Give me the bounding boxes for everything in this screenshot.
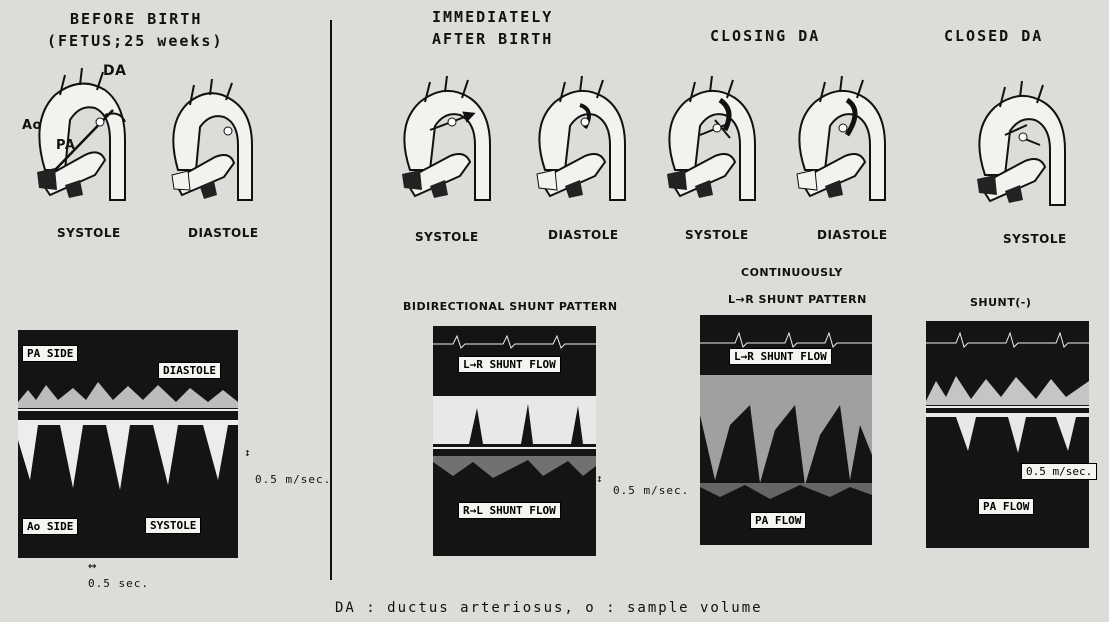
immediate-diastole-label: DIASTOLE bbox=[548, 228, 619, 242]
da-label: DA bbox=[103, 63, 126, 79]
closed-da-title: CLOSED DA bbox=[944, 27, 1043, 45]
diastole-label-doppler: DIASTOLE bbox=[158, 362, 221, 379]
fetal-diastole-label: DIASTOLE bbox=[188, 226, 259, 240]
closed-pa-flow-label: PA FLOW bbox=[978, 498, 1034, 515]
after-birth-title: AFTER BIRTH bbox=[432, 30, 553, 48]
continuous-pattern-title-line1: CONTINUOUSLY bbox=[741, 266, 843, 279]
ao-side-label: Ao SIDE bbox=[22, 518, 78, 535]
closing-diastole-label: DIASTOLE bbox=[817, 228, 888, 242]
lr-shunt-flow-label: L→R SHUNT FLOW bbox=[458, 356, 561, 373]
pa-label: PA bbox=[56, 138, 75, 153]
systole-label-doppler: SYSTOLE bbox=[145, 517, 201, 534]
fetus-age-subtitle: (FETUS;25 weeks) bbox=[47, 32, 224, 50]
scale-bar-icon: ↕ bbox=[596, 472, 604, 485]
continuous-pa-flow-label: PA FLOW bbox=[750, 512, 806, 529]
continuous-pattern-title-line2: L→R SHUNT PATTERN bbox=[728, 293, 867, 306]
bidirectional-velocity-scale: 0.5 m/sec. bbox=[613, 484, 689, 497]
heart-diagram-closing-diastole bbox=[785, 70, 905, 205]
closing-da-title: CLOSING DA bbox=[710, 27, 820, 45]
heart-diagram-closed-systole bbox=[965, 75, 1085, 210]
closed-systole-label: SYSTOLE bbox=[1003, 232, 1067, 246]
pa-side-label: PA SIDE bbox=[22, 345, 78, 362]
footer-legend: DA : ductus arteriosus, o : sample volum… bbox=[335, 600, 763, 616]
heart-diagram-immediate-diastole bbox=[525, 70, 645, 205]
fetal-velocity-scale: 0.5 m/sec. bbox=[255, 473, 331, 486]
closed-velocity-scale: 0.5 m/sec. bbox=[1021, 463, 1097, 480]
heart-diagram-fetal-systole bbox=[25, 60, 145, 210]
heart-diagram-closing-systole bbox=[655, 70, 775, 205]
time-scale-arrow-icon: ↔ bbox=[88, 558, 97, 574]
shunt-negative-title: SHUNT(-) bbox=[970, 296, 1031, 309]
rl-shunt-flow-label: R→L SHUNT FLOW bbox=[458, 502, 561, 519]
heart-diagram-fetal-diastole bbox=[160, 75, 270, 205]
bidirectional-pattern-title: BIDIRECTIONAL SHUNT PATTERN bbox=[403, 300, 618, 313]
before-birth-title: BEFORE BIRTH bbox=[70, 10, 202, 28]
closing-systole-label: SYSTOLE bbox=[685, 228, 749, 242]
continuous-lr-flow-label: L→R SHUNT FLOW bbox=[729, 348, 832, 365]
ao-label: Ao bbox=[22, 118, 42, 133]
heart-diagram-immediate-systole bbox=[390, 70, 510, 205]
section-divider bbox=[330, 20, 332, 580]
immediate-systole-label: SYSTOLE bbox=[415, 230, 479, 244]
fetal-systole-label: SYSTOLE bbox=[57, 226, 121, 240]
immediately-title: IMMEDIATELY bbox=[432, 8, 553, 26]
fetal-time-scale: 0.5 sec. bbox=[88, 577, 149, 590]
scale-bar-icon: ↕ bbox=[244, 446, 252, 459]
